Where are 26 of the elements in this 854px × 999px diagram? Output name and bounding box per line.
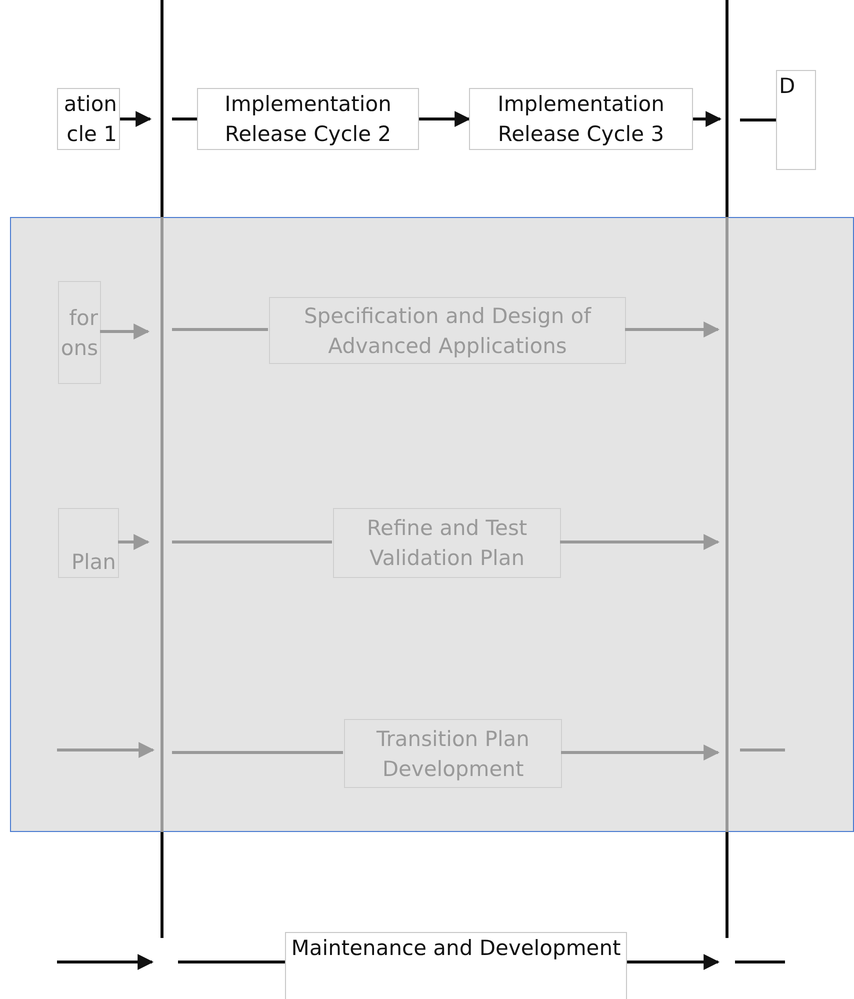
process-box: Maintenance and Development xyxy=(285,932,627,999)
connector-line xyxy=(178,960,285,964)
arrow xyxy=(561,744,720,760)
arrow xyxy=(120,111,152,127)
connector-line xyxy=(172,540,332,544)
process-box: Implementation Release Cycle 2 xyxy=(197,88,419,150)
process-box: Transition Plan Development xyxy=(344,719,562,788)
process-box: Plan xyxy=(58,508,119,578)
process-box: for ons xyxy=(58,281,101,384)
arrow xyxy=(627,954,720,970)
connector-line xyxy=(172,118,197,120)
process-box: ation cle 1 xyxy=(57,88,120,150)
process-box: D xyxy=(776,70,816,170)
arrow xyxy=(118,534,150,550)
connector-line xyxy=(740,118,776,122)
arrow xyxy=(419,111,471,127)
shaded-band xyxy=(10,217,854,832)
arrow xyxy=(100,324,150,340)
arrow xyxy=(625,322,720,338)
arrow xyxy=(693,111,722,127)
arrow xyxy=(560,534,720,550)
process-box: Specification and Design of Advanced Applications xyxy=(269,297,626,364)
connector-line xyxy=(172,751,343,754)
connector-line xyxy=(172,328,268,331)
process-box: Implementation Release Cycle 3 xyxy=(469,88,693,150)
process-box: Refine and Test Validation Plan xyxy=(333,508,561,578)
